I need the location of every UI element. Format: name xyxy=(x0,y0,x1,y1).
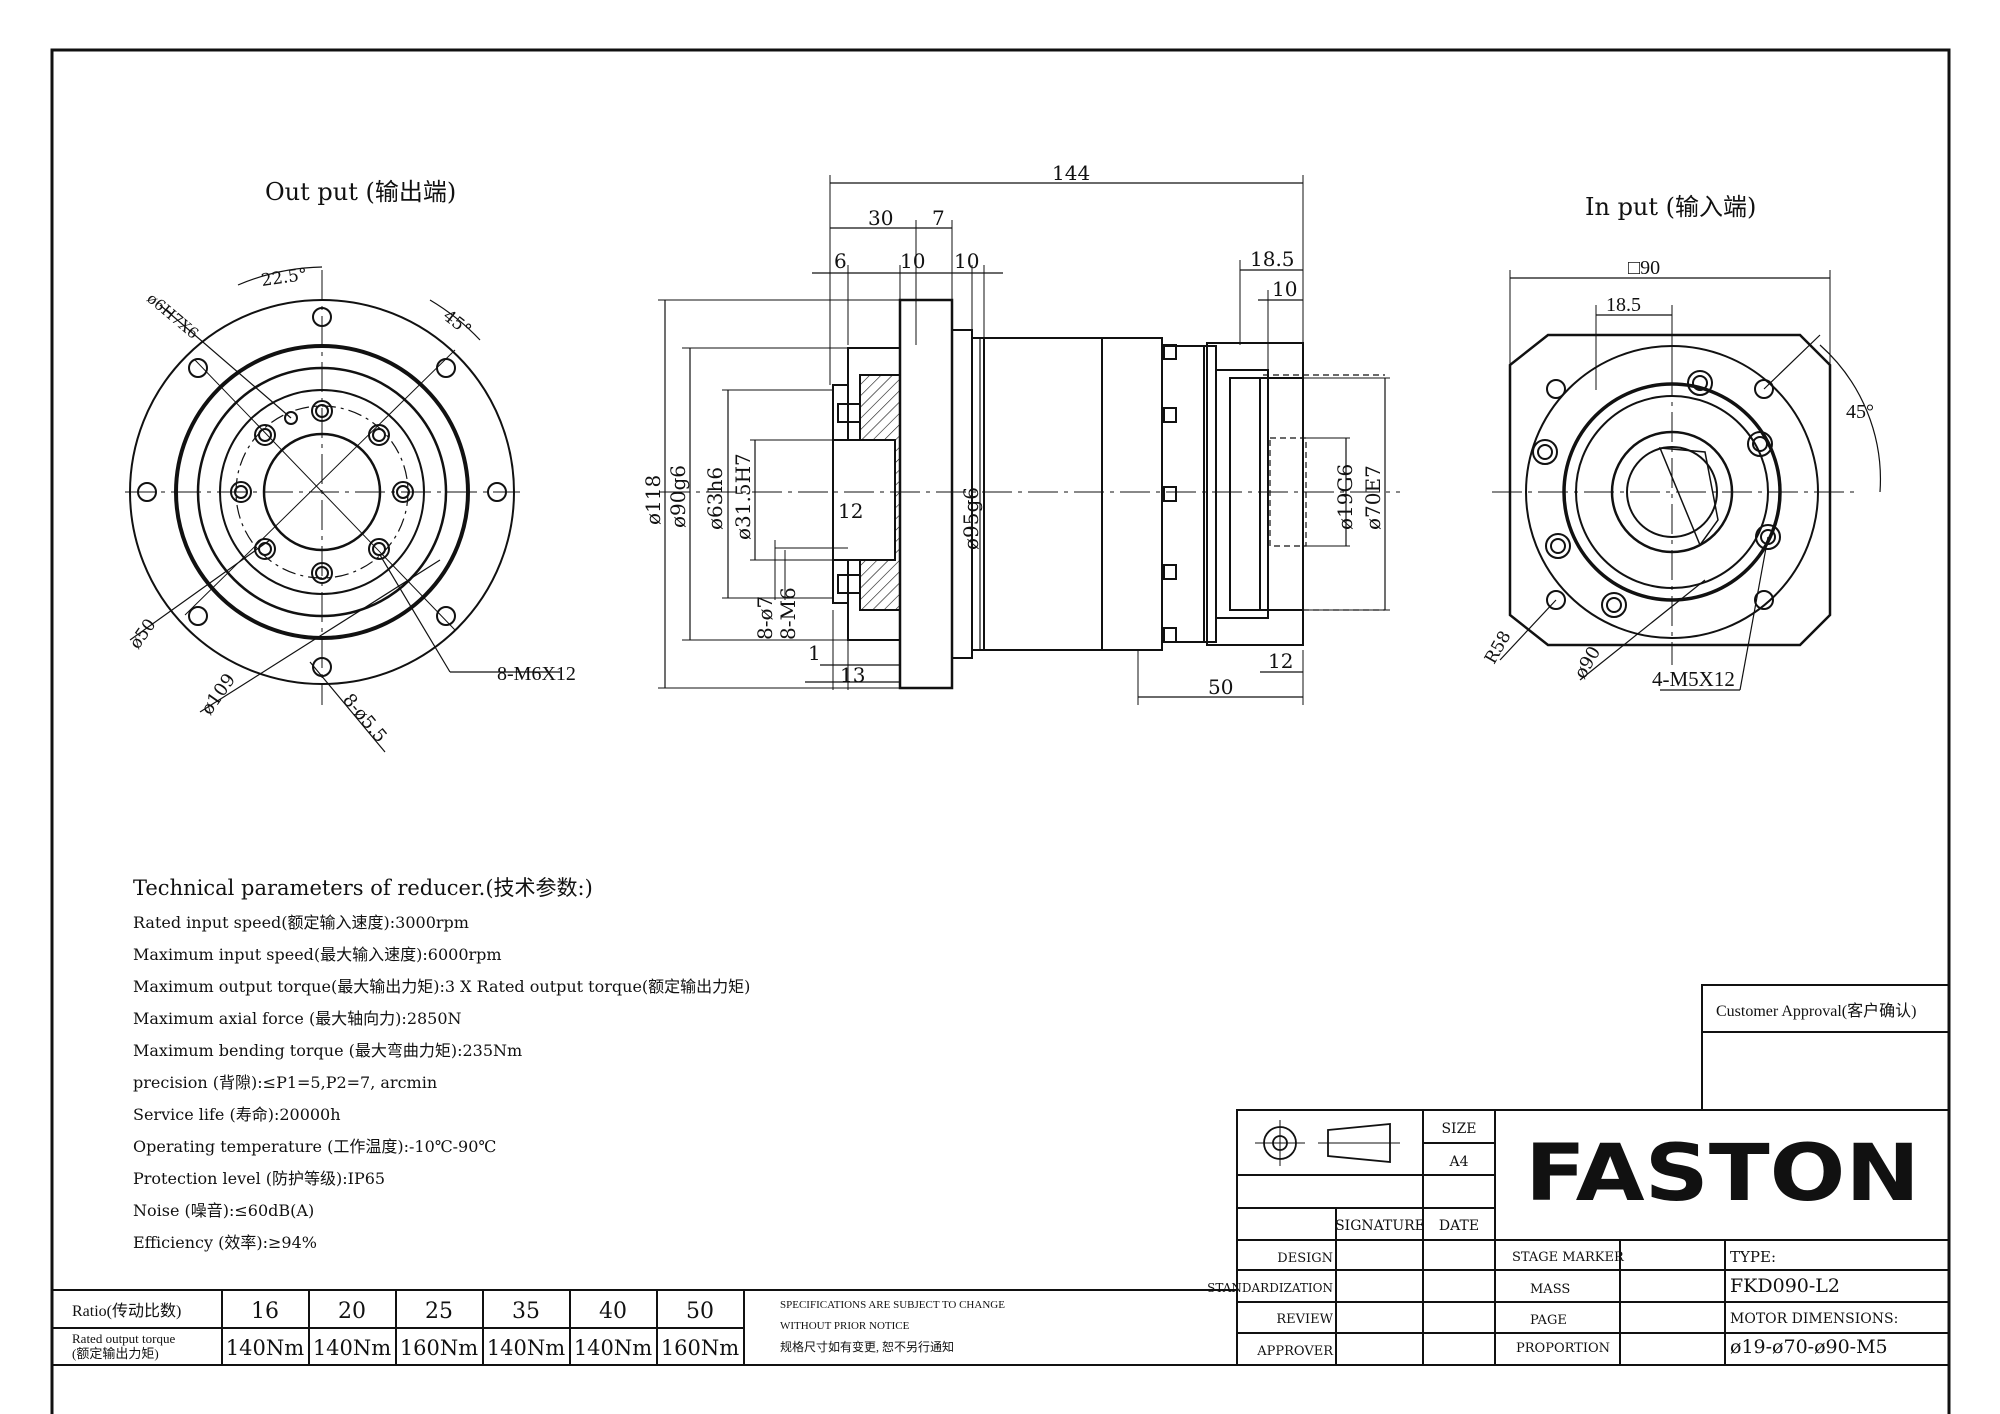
tech-line: Efficiency (效率):≥94% xyxy=(133,1233,317,1252)
tech-parameters: Technical parameters of reducer.(技术参数:) … xyxy=(133,876,750,1252)
output-hole-6h7: ø6H7X6 xyxy=(143,289,202,342)
ratio-label: Ratio(传动比数) xyxy=(72,1302,181,1320)
side-len-12: 12 xyxy=(838,499,863,523)
input-square-90: □90 xyxy=(1628,257,1660,279)
tech-line: Maximum axial force (最大轴向力):2850N xyxy=(133,1009,462,1028)
tech-line: Noise (噪音):≤60dB(A) xyxy=(133,1201,314,1220)
output-thread: 8-M6X12 xyxy=(497,663,576,685)
output-angle-22: 22.5° xyxy=(260,265,309,291)
input-len-185: 18.5 xyxy=(1606,294,1641,316)
input-view-title: In put (输入端) xyxy=(1585,193,1756,221)
input-dia-90: ø90 xyxy=(1570,643,1605,683)
notice-line-1: SPECIFICATIONS ARE SUBJECT TO CHANGE xyxy=(780,1299,1005,1311)
side-dia-315: ø31.5H7 xyxy=(731,453,755,540)
output-view-title: Out put (输出端) xyxy=(265,178,456,206)
side-dia-95g6: ø95g6 xyxy=(959,487,983,550)
mass-label: MASS xyxy=(1530,1282,1570,1297)
ratio-value: 25 xyxy=(425,1299,453,1324)
projection-symbol-icon xyxy=(1255,1120,1400,1166)
side-len-7: 7 xyxy=(932,206,945,230)
size-label: SIZE xyxy=(1441,1121,1476,1137)
input-holes xyxy=(1532,370,1781,618)
output-view xyxy=(125,266,560,753)
output-dia-50: ø50 xyxy=(126,615,161,653)
tech-line: Rated input speed(额定输入速度):3000rpm xyxy=(133,913,469,932)
side-len-10b: 10 xyxy=(954,249,979,273)
side-len-10c: 10 xyxy=(1272,277,1297,301)
motor-dimensions-label: MOTOR DIMENSIONS: xyxy=(1730,1311,1898,1327)
tech-title: Technical parameters of reducer.(技术参数:) xyxy=(133,876,593,900)
torque-value: 140Nm xyxy=(313,1336,391,1360)
side-holes-7: 8-ø7 xyxy=(753,596,777,640)
motor-dimensions-value: ø19-ø70-ø90-M5 xyxy=(1730,1336,1888,1358)
side-len-6: 6 xyxy=(834,249,847,273)
torque-label-1: Rated output torque xyxy=(72,1331,175,1346)
notice-line-2: WITHOUT PRIOR NOTICE xyxy=(780,1320,910,1332)
tech-line: Service life (寿命):20000h xyxy=(133,1105,341,1124)
torque-label-2: (额定输出力矩) xyxy=(72,1346,159,1361)
approver-label: APPROVER xyxy=(1256,1344,1334,1359)
ratio-value: 35 xyxy=(512,1299,540,1324)
side-dia-70e7: ø70E7 xyxy=(1361,465,1385,530)
ratio-value: 50 xyxy=(686,1299,714,1324)
faston-logo: FASTON xyxy=(1525,1129,1920,1219)
input-view xyxy=(1492,270,1882,691)
side-len-12b: 12 xyxy=(1268,649,1293,673)
proportion-label: PROPORTION xyxy=(1516,1341,1610,1356)
drawing-frame xyxy=(50,48,1951,1414)
input-r58: R58 xyxy=(1481,628,1516,668)
side-view xyxy=(658,175,1400,705)
side-len-144: 144 xyxy=(1052,161,1090,185)
side-dia-118: ø118 xyxy=(641,475,665,525)
stage-marker-label: STAGE MARKER xyxy=(1512,1250,1625,1265)
date-label: DATE xyxy=(1439,1218,1479,1234)
tech-line: Maximum bending torque (最大弯曲力矩):235Nm xyxy=(133,1041,522,1060)
torque-value: 160Nm xyxy=(400,1336,478,1360)
ratio-table: Ratio(传动比数) Rated output torque (额定输出力矩)… xyxy=(51,1289,1238,1366)
torque-value: 140Nm xyxy=(487,1336,565,1360)
input-angle-45: 45° xyxy=(1846,401,1874,423)
signature-label: SIGNATURE xyxy=(1335,1218,1425,1234)
tech-line: Maximum output torque(最大输出力矩):3 X Rated … xyxy=(133,977,750,996)
notice-line-3: 规格尺寸如有变更, 恕不另行通知 xyxy=(780,1339,954,1354)
side-len-10a: 10 xyxy=(900,249,925,273)
side-len-30: 30 xyxy=(868,206,893,230)
size-value: A4 xyxy=(1448,1154,1468,1170)
design-label: DESIGN xyxy=(1277,1251,1333,1266)
standardization-label: STANDARDIZATION xyxy=(1207,1281,1333,1295)
torque-value: 140Nm xyxy=(574,1336,652,1360)
side-len-1: 1 xyxy=(808,641,821,665)
torque-value: 140Nm xyxy=(226,1336,304,1360)
side-dia-63h6: ø63h6 xyxy=(703,467,727,530)
torque-value: 160Nm xyxy=(661,1336,739,1360)
output-holes-55: 8-ø5.5 xyxy=(338,690,391,747)
tech-line: Operating temperature (工作温度):-10℃-90℃ xyxy=(133,1137,496,1156)
ratio-value: 40 xyxy=(599,1299,627,1324)
ratio-value: 16 xyxy=(251,1299,279,1324)
side-dia-90g6: ø90g6 xyxy=(666,465,690,528)
side-len-13: 13 xyxy=(840,663,865,687)
output-angle-45: 45° xyxy=(439,306,475,340)
tech-line: Protection level (防护等级):IP65 xyxy=(133,1169,385,1188)
side-dia-19g6: ø19G6 xyxy=(1333,464,1357,530)
side-holes-m6: 8-M6 xyxy=(776,587,800,640)
output-dia-109: ø109 xyxy=(197,670,240,719)
page-label: PAGE xyxy=(1530,1313,1567,1328)
type-label: TYPE: xyxy=(1730,1248,1776,1266)
customer-approval: Customer Approval(客户确认) xyxy=(1701,984,1950,1111)
review-label: REVIEW xyxy=(1276,1312,1333,1327)
input-thread: 4-M5X12 xyxy=(1652,667,1735,691)
tech-line: precision (背隙):≤P1=5,P2=7, arcmin xyxy=(133,1073,437,1092)
side-len-50: 50 xyxy=(1208,675,1233,699)
tech-line: Maximum input speed(最大输入速度):6000rpm xyxy=(133,945,502,964)
side-len-185: 18.5 xyxy=(1250,247,1295,271)
title-block: SIZE A4 SIGNATURE DATE DESIGN STANDARDIZ… xyxy=(1207,1109,1950,1366)
approval-label: Customer Approval(客户确认) xyxy=(1716,1002,1916,1020)
type-value: FKD090-L2 xyxy=(1730,1275,1840,1297)
ratio-value: 20 xyxy=(338,1299,366,1324)
